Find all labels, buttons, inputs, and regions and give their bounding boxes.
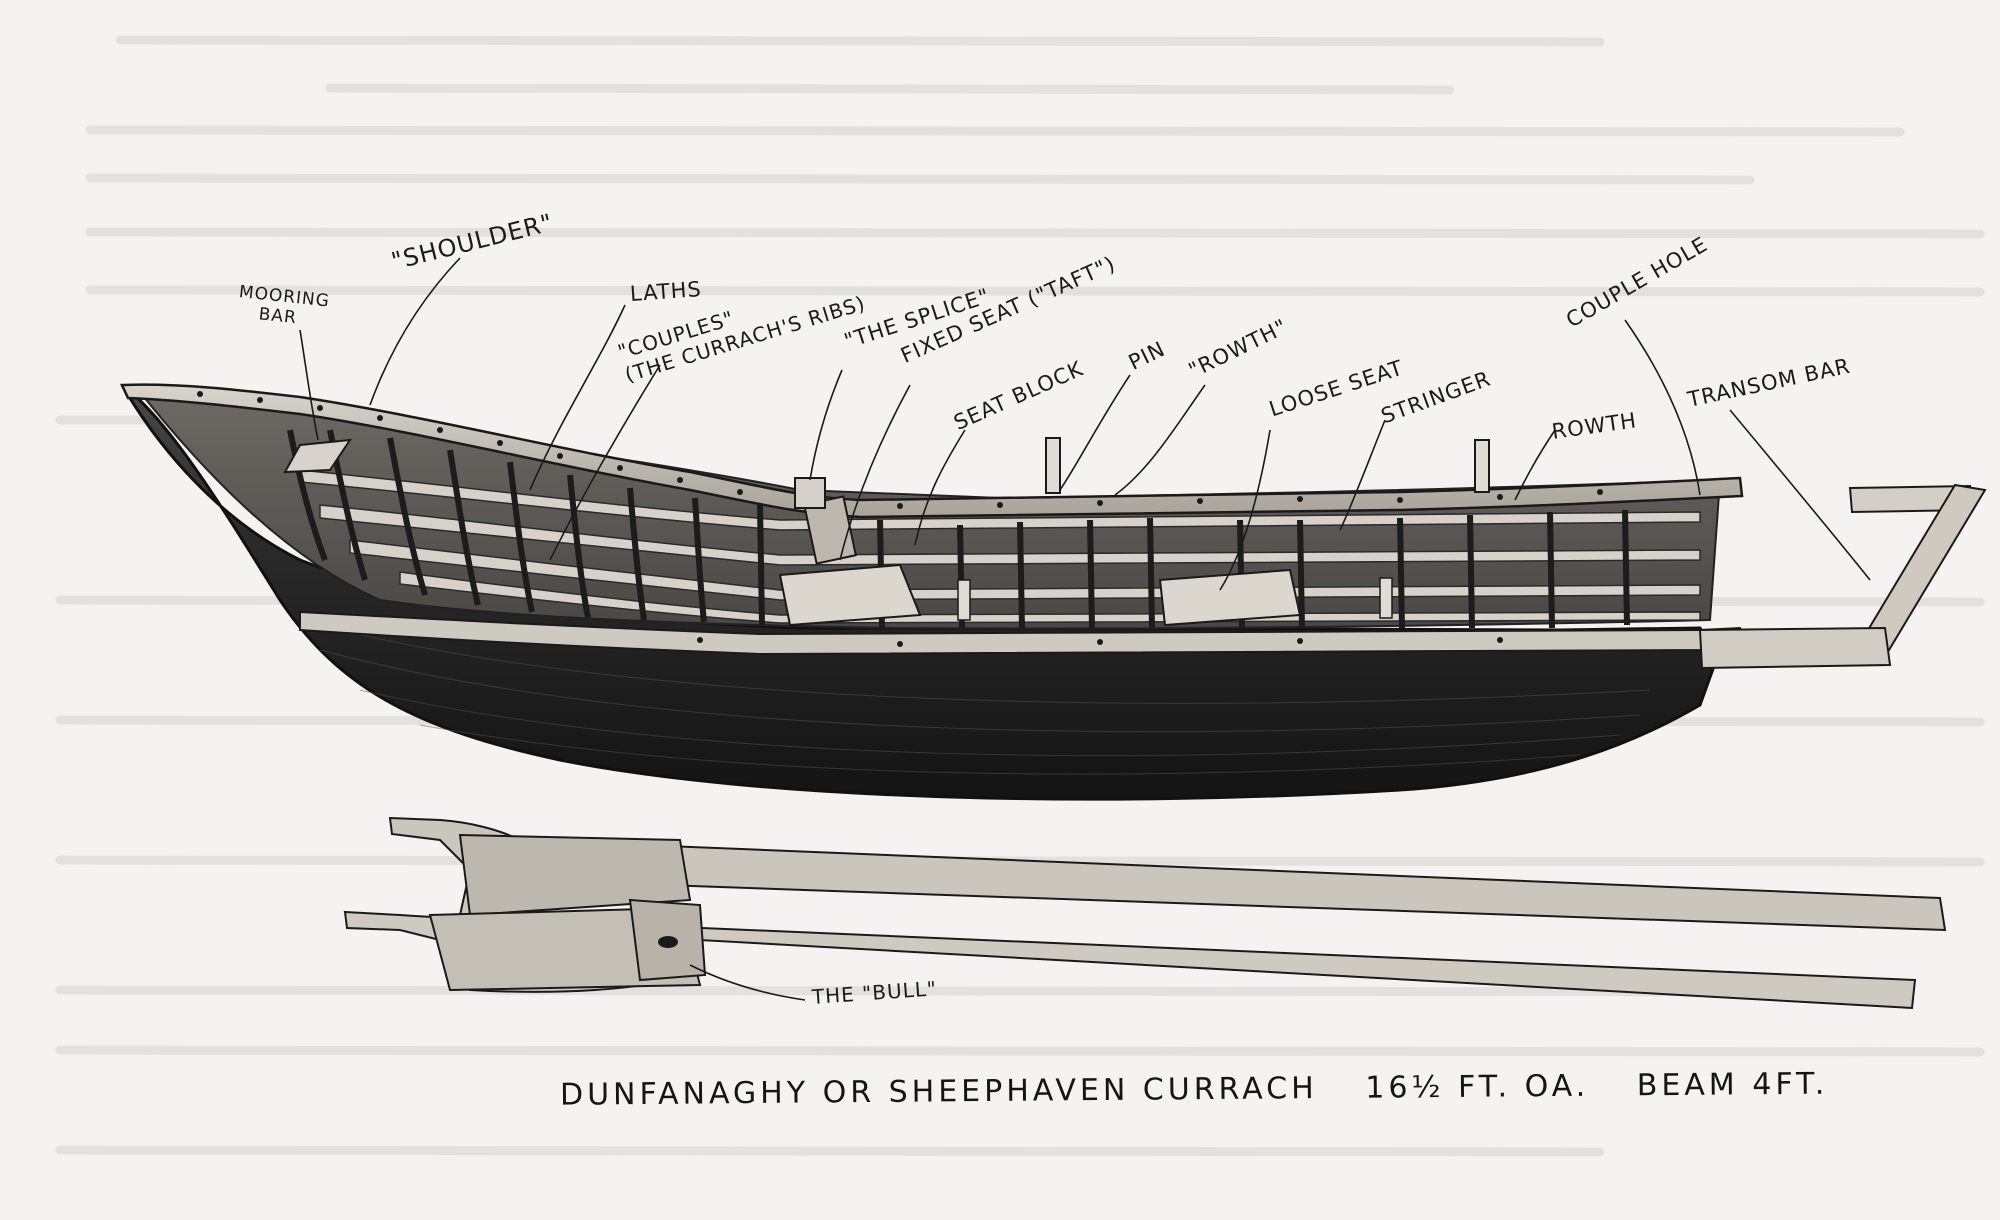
label-laths: LATHS [629, 277, 703, 306]
gunwale-pins [197, 391, 1603, 509]
splice [794, 477, 826, 509]
inner-pin-2 [1379, 577, 1393, 619]
stringer-pins [697, 637, 1503, 647]
caption-beam: BEAM 4FT. [1636, 1066, 1829, 1104]
caption-name: DUNFANAGHY OR SHEEPHAVEN CURRACH [559, 1071, 1318, 1113]
gunwale [120, 383, 1744, 519]
mooring-bar [283, 438, 353, 474]
inner-pin-1 [957, 579, 971, 621]
thole-pin-2 [1474, 439, 1490, 493]
thole-pin-1 [1045, 437, 1061, 494]
oar-upper [388, 816, 1947, 932]
loose-seat [1158, 568, 1302, 627]
laths [299, 469, 1701, 624]
hull-hatching [299, 619, 1651, 775]
caption-length: 16½ FT. OA. [1365, 1068, 1590, 1106]
fixed-seat [778, 563, 922, 627]
bull-hole [658, 936, 678, 948]
stern-beam [1698, 626, 1892, 670]
oar-lower [343, 898, 1917, 1010]
leader-lines [299, 257, 1871, 1001]
bleed-through-lines [55, 35, 1985, 1157]
